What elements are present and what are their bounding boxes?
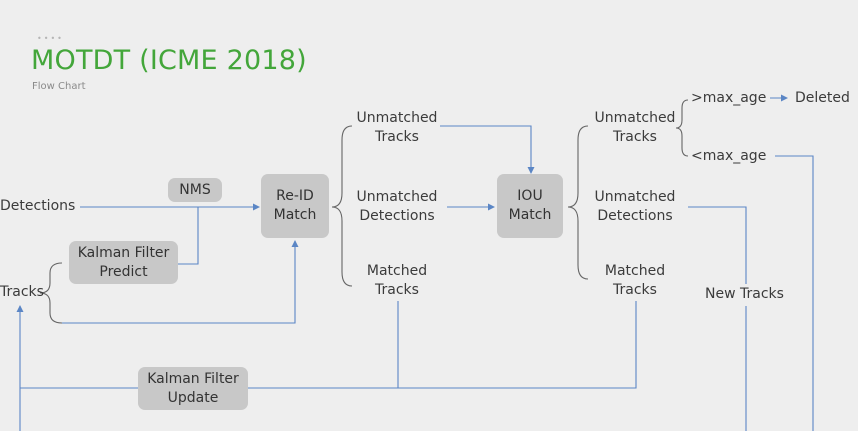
kalman-predict-line2: Predict (99, 263, 148, 280)
arrow-tracks-to-reid (62, 240, 299, 324)
matched-tracks-2-label: Matched Tracks (605, 262, 665, 300)
unmatched-detections-2-label: Unmatched Detections (595, 188, 676, 226)
iou-match-line2: Match (508, 207, 552, 223)
new-tracks-label: New Tracks (705, 286, 784, 302)
unmatched-detections-1-label: Unmatched Detections (357, 188, 438, 226)
kalman-predict-box: Kalman Filter Predict (69, 241, 178, 284)
deleted-label: Deleted (795, 90, 850, 106)
kalman-update-box: Kalman Filter Update (138, 367, 248, 410)
matched-tracks-2-line1: Matched (604, 263, 666, 279)
reid-match-line2: Match (273, 207, 317, 223)
title-decoration-dots: •••• (37, 34, 64, 43)
unmatched-detections-2-line1: Unmatched (594, 189, 676, 205)
nms-box: NMS (168, 178, 222, 202)
iou-match-line1: IOU (517, 188, 543, 204)
brace-iou-outputs (567, 125, 589, 280)
unmatched-tracks-2-line2: Tracks (613, 129, 657, 145)
matched-tracks-2-line2: Tracks (613, 282, 657, 298)
brace-reid-outputs (331, 125, 353, 287)
iou-match-box: IOU Match (497, 174, 563, 238)
matched-tracks-1-line1: Matched (366, 263, 428, 279)
unmatched-tracks-1-line2: Tracks (375, 129, 419, 145)
gt-max-age-label: >max_age (691, 90, 767, 106)
kalman-update-line2: Update (167, 389, 219, 406)
kalman-predict-line1: Kalman Filter (77, 244, 170, 261)
nms-label: NMS (179, 181, 211, 198)
unmatched-detections-1-line1: Unmatched (356, 189, 438, 205)
matched-tracks-1-line2: Tracks (375, 282, 419, 298)
unmatched-tracks-2-line1: Unmatched (594, 110, 676, 126)
brace-tracks (39, 262, 63, 324)
line-lt-max-age-down (775, 155, 814, 431)
tracks-label: Tracks (0, 284, 44, 300)
line-predict-to-reid (178, 207, 199, 265)
unmatched-detections-2-line2: Detections (597, 208, 673, 224)
page-subtitle: Flow Chart (32, 81, 86, 92)
lt-max-age-label: <max_age (691, 148, 767, 164)
detections-label: Detections (0, 198, 76, 214)
reid-match-line1: Re-ID (276, 188, 314, 204)
unmatched-detections-1-line2: Detections (359, 208, 435, 224)
line-unmatched-detections-down (688, 206, 747, 284)
matched-tracks-1-label: Matched Tracks (367, 262, 427, 300)
unmatched-tracks-1-label: Unmatched Tracks (357, 109, 438, 147)
brace-max-age (675, 99, 689, 157)
kalman-update-line1: Kalman Filter (147, 370, 239, 387)
page-title: MOTDT (ICME 2018) (31, 45, 307, 76)
unmatched-tracks-2-label: Unmatched Tracks (595, 109, 676, 147)
unmatched-tracks-1-line1: Unmatched (356, 110, 438, 126)
line-matched-tracks-2-down (248, 301, 637, 389)
arrow-unmatched-tracks-to-iou (440, 125, 535, 174)
reid-match-box: Re-ID Match (261, 174, 329, 238)
